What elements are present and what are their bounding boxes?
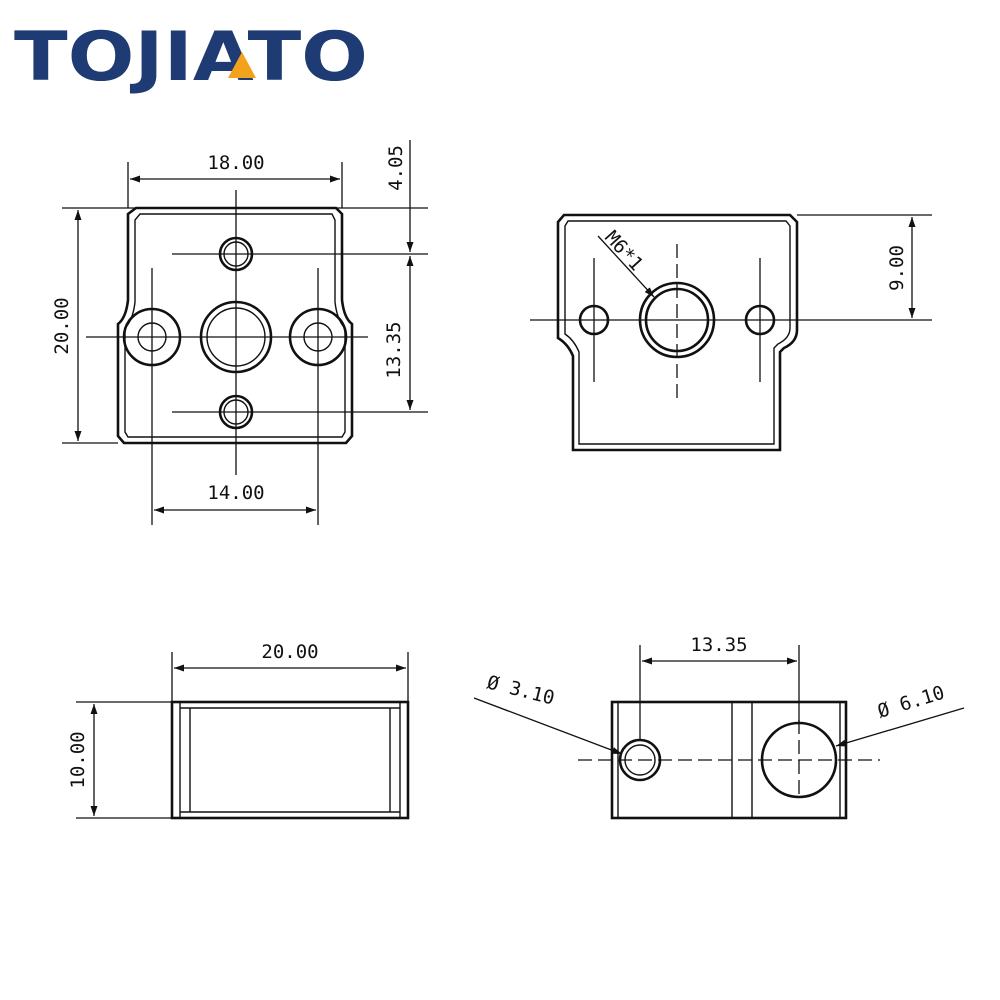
brand-name: TOJIATO — [14, 18, 368, 97]
dim-4-05-label: 4.05 — [385, 145, 407, 191]
dim-10-label: 10.00 — [67, 731, 89, 788]
large-hole-leader — [835, 707, 965, 747]
brand-logo: TOJIATO — [14, 18, 368, 97]
dim-18-label: 18.00 — [207, 152, 264, 174]
thread-label: M6*1 — [600, 227, 647, 276]
dim-20-label: 20.00 — [51, 297, 73, 354]
dim-end-13-35-label: 13.35 — [690, 634, 747, 656]
side-view-outline — [556, 213, 799, 452]
front-view: 20.00 10.00 — [67, 641, 410, 820]
dim-9-label: 9.00 — [886, 245, 908, 291]
side-view-inner-outline — [564, 220, 791, 445]
small-hole-diameter-label: Ø 3.10 — [485, 672, 557, 710]
top-view: 18.00 20.00 4.05 13.35 14.00 — [51, 140, 428, 525]
end-view: 13.35 Ø 3.10 Ø 6.10 — [473, 634, 965, 820]
thread-leader-line — [597, 235, 655, 298]
brand-accent-triangle — [228, 52, 256, 78]
side-view: M6*1 9.00 — [530, 213, 932, 452]
front-view-outline — [170, 700, 410, 820]
small-hole-leader — [473, 697, 623, 755]
dim-13-35-vertical-label: 13.35 — [383, 321, 405, 378]
top-view-inner-outline — [124, 213, 346, 438]
dim-14-label: 14.00 — [207, 482, 264, 504]
top-view-outline — [116, 206, 354, 445]
dim-front-20-label: 20.00 — [261, 641, 318, 663]
